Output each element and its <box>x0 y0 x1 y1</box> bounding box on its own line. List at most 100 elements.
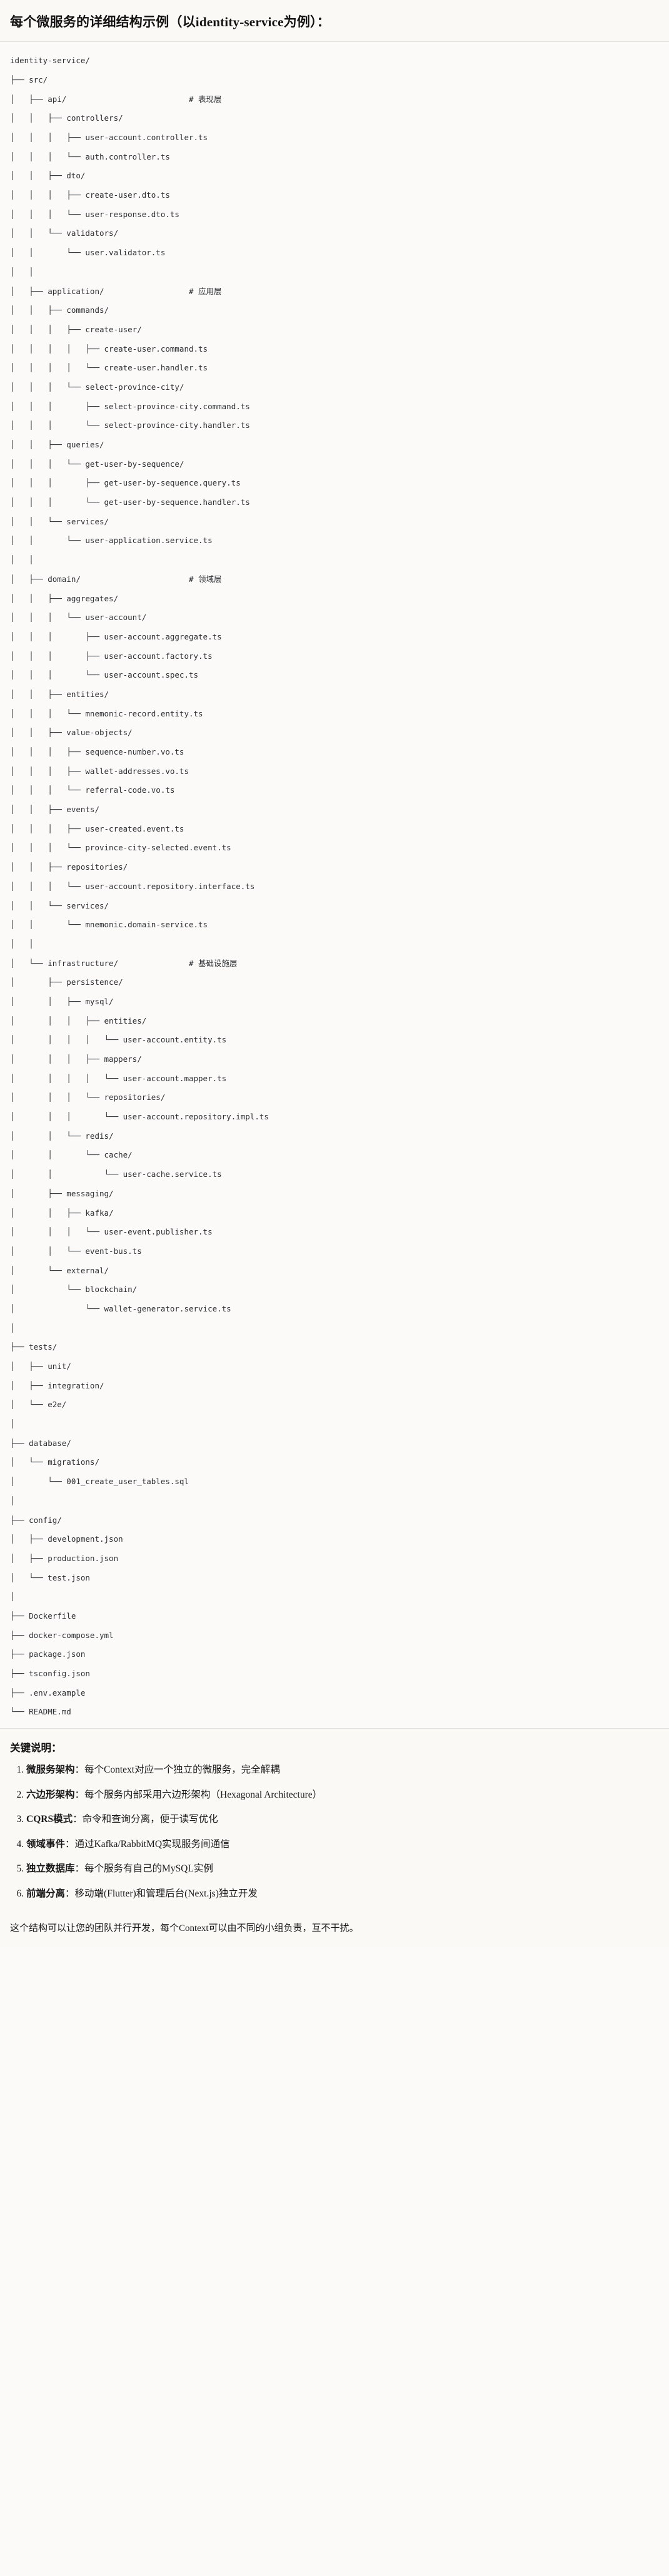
tree-line: │ │ │ ├── sequence-number.vo.ts <box>10 747 184 756</box>
key-point-description: 命令和查询分离，便于读写优化 <box>82 1814 218 1825</box>
tree-line: │ │ ├── controllers/ <box>10 113 123 123</box>
key-point-item: 领域事件：通过Kafka/RabbitMQ实现服务间通信 <box>26 1838 659 1851</box>
tree-line: │ └── migrations/ <box>10 1457 99 1467</box>
tree-line: │ │ │ │ └── user-account.mapper.ts <box>10 1073 227 1083</box>
tree-line: │ │ │ ├── get-user-by-sequence.query.ts <box>10 478 241 488</box>
tree-line: │ │ ├── value-objects/ <box>10 728 133 738</box>
tree-line: │ │ │ └── select-province-city.handler.t… <box>10 420 250 430</box>
tree-line: │ └── blockchain/ <box>10 1285 138 1295</box>
tree-line: ├── config/ <box>10 1515 62 1525</box>
key-point-term: 独立数据库 <box>26 1863 75 1875</box>
tree-line: │ ├── api/ # 表现层 <box>10 94 222 104</box>
tree-line: │ │ │ └── mnemonic-record.entity.ts <box>10 708 203 718</box>
tree-line-comment: # 表现层 <box>188 94 222 104</box>
tree-line: │ │ │ └── user-account.spec.ts <box>10 670 199 680</box>
tree-line: │ │ │ ├── user-account.factory.ts <box>10 651 213 661</box>
tree-line: │ │ <box>10 555 34 565</box>
key-point-description: 每个Context对应一个独立的微服务，完全解耦 <box>84 1764 280 1776</box>
tree-line: │ │ │ ├── wallet-addresses.vo.ts <box>10 766 189 776</box>
key-point-description: 通过Kafka/RabbitMQ实现服务间通信 <box>74 1838 230 1850</box>
key-points-section: 关键说明： 微服务架构：每个Context对应一个独立的微服务，完全解耦六边形架… <box>0 1728 669 1918</box>
directory-tree-block: identity-service/ ├── src/ │ ├── api/ # … <box>0 42 669 1728</box>
tree-line: │ └── wallet-generator.service.ts <box>10 1303 231 1313</box>
key-point-description: 每个服务内部采用六边形架构（Hexagonal Architecture） <box>84 1789 323 1800</box>
tree-line: │ │ └── cache/ <box>10 1150 133 1160</box>
key-point-separator: ： <box>74 1764 85 1776</box>
key-point-term: CQRS模式 <box>26 1814 73 1825</box>
tree-line: │ └── test.json <box>10 1572 90 1582</box>
tree-line: └── README.md <box>10 1707 71 1717</box>
key-points-list: 微服务架构：每个Context对应一个独立的微服务，完全解耦六边形架构：每个服务… <box>10 1763 659 1901</box>
tree-line: │ └── external/ <box>10 1265 109 1275</box>
key-point-separator: ： <box>65 1888 75 1899</box>
tree-line: │ │ <box>10 267 34 277</box>
tree-line: ├── database/ <box>10 1438 71 1448</box>
tree-line: ├── docker-compose.yml <box>10 1630 114 1640</box>
tree-line: │ │ │ └── select-province-city/ <box>10 382 184 392</box>
tree-line: │ │ ├── events/ <box>10 805 99 815</box>
tree-line: │ │ ├── queries/ <box>10 440 104 449</box>
tree-line: │ ├── unit/ <box>10 1362 71 1371</box>
tree-line: ├── src/ <box>10 74 48 84</box>
tree-line: │ │ │ ├── entities/ <box>10 1016 147 1026</box>
tree-line: ├── Dockerfile <box>10 1611 76 1621</box>
key-point-term: 领域事件 <box>26 1838 66 1850</box>
tree-line: │ │ └── services/ <box>10 516 109 526</box>
key-point-separator: ： <box>73 1814 83 1825</box>
tree-line: │ │ └── redis/ <box>10 1131 114 1141</box>
directory-tree: identity-service/ ├── src/ │ ├── api/ # … <box>10 56 659 1716</box>
tree-line: │ │ │ ├── user-created.event.ts <box>10 823 184 833</box>
page-title: 每个微服务的详细结构示例（以identity-service为例）： <box>10 14 330 29</box>
tree-line: │ └── infrastructure/ # 基础设施层 <box>10 958 238 968</box>
key-point-separator: ： <box>74 1789 85 1800</box>
tree-line: │ │ ├── dto/ <box>10 171 86 181</box>
tree-line: │ │ │ ├── user-account.controller.ts <box>10 133 208 142</box>
tree-line: ├── tests/ <box>10 1342 58 1352</box>
key-points-title: 关键说明： <box>10 1741 62 1754</box>
tree-line: │ ├── application/ # 应用层 <box>10 286 222 296</box>
tree-line: │ │ ├── kafka/ <box>10 1208 114 1218</box>
tree-line-comment: # 应用层 <box>188 286 222 296</box>
tree-line: │ │ │ │ ├── create-user.command.ts <box>10 344 208 354</box>
closing-paragraph: 这个结构可以让您的团队并行开发，每个Context可以由不同的小组负责，互不干扰… <box>0 1917 669 1948</box>
key-point-description: 移动端(Flutter)和管理后台(Next.js)独立开发 <box>74 1888 258 1899</box>
tree-line: │ │ │ ├── mappers/ <box>10 1054 142 1064</box>
key-point-item: 六边形架构：每个服务内部采用六边形架构（Hexagonal Architectu… <box>26 1788 659 1802</box>
key-point-item: 前端分离：移动端(Flutter)和管理后台(Next.js)独立开发 <box>26 1887 659 1901</box>
tree-line: │ <box>10 1419 15 1429</box>
tree-line: │ │ │ └── get-user-by-sequence.handler.t… <box>10 497 250 507</box>
tree-line: │ │ │ ├── select-province-city.command.t… <box>10 401 250 411</box>
tree-line: │ <box>10 1323 15 1333</box>
tree-line: │ │ ├── aggregates/ <box>10 593 119 603</box>
tree-line: │ │ │ └── auth.controller.ts <box>10 151 170 161</box>
tree-line: │ │ │ ├── create-user/ <box>10 324 142 334</box>
tree-line: │ │ │ └── user-account/ <box>10 613 147 623</box>
tree-line: │ ├── persistence/ <box>10 977 123 987</box>
tree-line: │ │ ├── repositories/ <box>10 862 128 872</box>
tree-line: │ │ ├── mysql/ <box>10 996 114 1006</box>
key-point-separator: ： <box>74 1863 85 1875</box>
tree-line: │ │ │ └── referral-code.vo.ts <box>10 785 175 795</box>
tree-line: │ ├── messaging/ <box>10 1188 114 1198</box>
tree-line: │ │ │ ├── user-account.aggregate.ts <box>10 631 222 641</box>
document-header: 每个微服务的详细结构示例（以identity-service为例）： <box>0 0 669 43</box>
tree-line: │ │ │ └── province-city-selected.event.t… <box>10 843 231 853</box>
tree-line: │ │ └── services/ <box>10 900 109 910</box>
tree-line: │ ├── development.json <box>10 1534 123 1544</box>
tree-line: │ └── e2e/ <box>10 1400 67 1410</box>
tree-line: │ │ └── user.validator.ts <box>10 248 166 258</box>
key-point-item: CQRS模式：命令和查询分离，便于读写优化 <box>26 1813 659 1826</box>
tree-line: │ │ │ │ └── user-account.entity.ts <box>10 1035 227 1045</box>
tree-line: │ │ ├── commands/ <box>10 305 109 315</box>
tree-line: │ │ │ └── user-event.publisher.ts <box>10 1227 213 1237</box>
tree-line: │ │ │ ├── create-user.dto.ts <box>10 190 170 200</box>
tree-line: │ ├── production.json <box>10 1553 119 1563</box>
tree-line: │ │ └── user-application.service.ts <box>10 536 213 546</box>
tree-line: │ │ │ └── user-response.dto.ts <box>10 209 179 219</box>
tree-line: │ <box>10 1592 15 1602</box>
tree-line: │ │ │ └── user-account.repository.impl.t… <box>10 1112 269 1122</box>
tree-line: │ <box>10 1495 15 1505</box>
key-point-description: 每个服务有自己的MySQL实例 <box>84 1863 213 1875</box>
key-point-item: 微服务架构：每个Context对应一个独立的微服务，完全解耦 <box>26 1763 659 1777</box>
document-page: 每个微服务的详细结构示例（以identity-service为例）： ident… <box>0 0 669 1948</box>
